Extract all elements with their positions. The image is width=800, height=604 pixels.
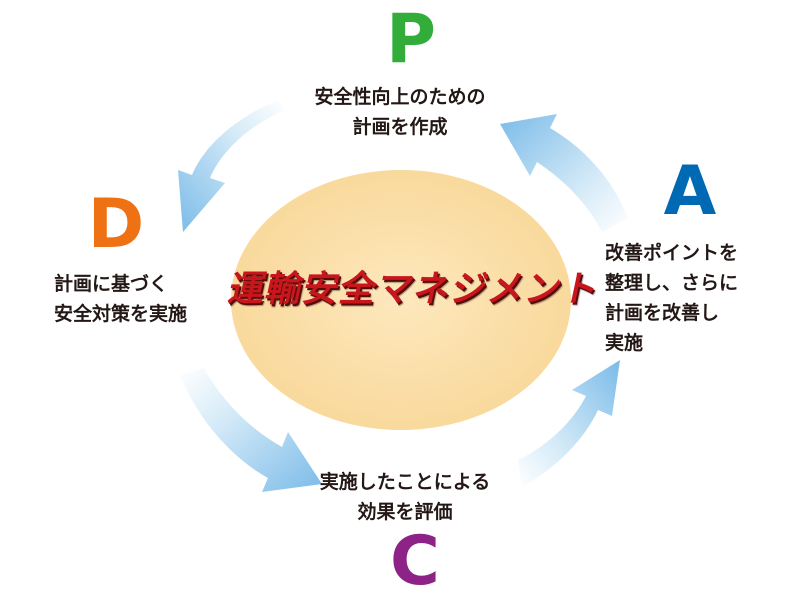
act-line-1: 改善ポイントを xyxy=(605,242,739,264)
plan-letter: P xyxy=(386,0,436,79)
do-line-1: 計画に基づく xyxy=(54,273,169,295)
arrow-check-to-act xyxy=(518,360,620,487)
plan-description: 安全性向上のための 計画を作成 xyxy=(270,82,530,142)
do-line-2: 安全対策を実施 xyxy=(54,303,188,325)
check-line-2: 効果を評価 xyxy=(357,501,453,523)
arrow-plan-to-do xyxy=(178,100,285,232)
check-letter: C xyxy=(390,522,440,601)
act-line-4: 実施 xyxy=(605,332,644,354)
center-title: 運輸安全マネジメント xyxy=(224,269,604,310)
act-line-3: 計画を改善し xyxy=(605,302,720,324)
act-line-2: 整理し、さらに xyxy=(605,272,739,294)
plan-line-2: 計画を作成 xyxy=(352,116,448,138)
arrow-do-to-check xyxy=(180,368,322,492)
act-description: 改善ポイントを 整理し、さらに 計画を改善し 実施 xyxy=(605,238,738,358)
check-description: 実施したことによる 効果を評価 xyxy=(260,467,550,527)
act-letter: A xyxy=(663,152,717,231)
arrow-act-to-plan xyxy=(500,114,628,232)
center-ellipse xyxy=(231,170,571,430)
plan-line-1: 安全性向上のための xyxy=(314,86,486,108)
do-letter: D xyxy=(87,185,145,264)
check-line-1: 実施したことによる xyxy=(319,471,491,493)
do-description: 計画に基づく 安全対策を実施 xyxy=(54,269,187,329)
